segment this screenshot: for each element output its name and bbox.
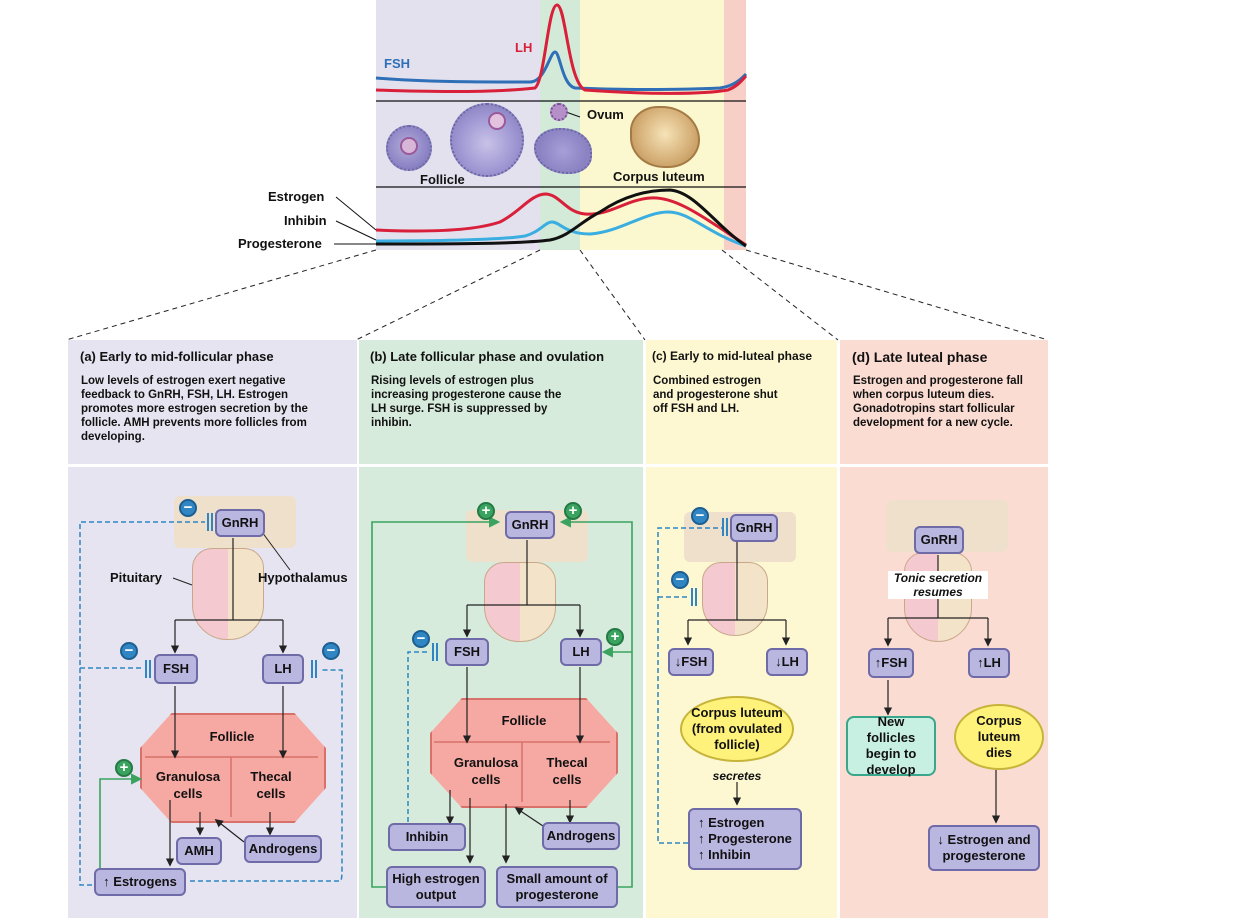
- growing-follicle-image: [450, 103, 524, 177]
- secretes-label: secretes: [712, 769, 762, 783]
- negative-feedback-icon: −: [412, 630, 430, 648]
- corpus-luteum-box-c: Corpus luteum (from ovulated follicle): [680, 696, 794, 762]
- luteal-output-box-c: ↑ Estrogen ↑ Progesterone ↑ Inhibin: [688, 808, 802, 870]
- corpus-luteum-graph-label: Corpus luteum: [613, 169, 705, 184]
- granulosa-label-b: Granulosa cells: [453, 755, 519, 787]
- phase-d-title: (d) Late luteal phase: [852, 349, 988, 365]
- follicle-octagon-b: [430, 698, 618, 808]
- phase-d-text: Estrogen and progesterone fall when corp…: [853, 375, 1023, 429]
- panel-d-header: [840, 340, 1048, 464]
- pituitary-label: Pituitary: [110, 570, 163, 585]
- ovum-image: [550, 103, 568, 121]
- progesterone-curve-label: Progesterone: [238, 236, 322, 251]
- panel-c-header: [646, 340, 837, 464]
- phase-a-text: Low levels of estrogen exert negative fe…: [81, 375, 308, 443]
- small-progesterone-box-b: Small amount of progesterone: [496, 866, 618, 908]
- amh-box-a: AMH: [176, 837, 222, 865]
- negative-feedback-icon: −: [120, 642, 138, 660]
- estrogen-output-label: ↑ Estrogen: [698, 815, 765, 830]
- androgens-box-a: Androgens: [244, 835, 322, 863]
- lh-box-d: ↑LH: [968, 648, 1010, 678]
- inhibin-box-b: Inhibin: [388, 823, 466, 851]
- positive-feedback-icon: +: [606, 628, 624, 646]
- corpus-luteum-image: [630, 106, 700, 168]
- panel-a-header: [68, 340, 357, 464]
- negative-feedback-icon: −: [322, 642, 340, 660]
- positive-feedback-icon: +: [564, 502, 582, 520]
- follicle-graph-label: Follicle: [420, 172, 465, 187]
- phase-c-text: Combined estrogen and progesterone shut …: [653, 375, 778, 415]
- inhibin-curve: [375, 210, 747, 248]
- gnrh-box-a: GnRH: [215, 509, 265, 537]
- follicle-label-b: Follicle: [501, 713, 547, 728]
- fsh-box-a: FSH: [154, 654, 198, 684]
- corpus-dies-box-d: Corpus luteum dies: [954, 704, 1044, 770]
- falling-hormones-box-d: ↓ Estrogen and progesterone: [928, 825, 1040, 871]
- lh-box-a: LH: [262, 654, 304, 684]
- pituitary-illustration-a: [192, 548, 264, 640]
- fsh-box-d: ↑FSH: [868, 648, 914, 678]
- negative-feedback-icon: −: [691, 507, 709, 525]
- estrogen-curve-label: Estrogen: [268, 189, 325, 204]
- progesterone-output-label: ↑ Progesterone: [698, 831, 792, 846]
- panel-b-header: [359, 340, 643, 464]
- pituitary-illustration-b: [484, 562, 556, 642]
- androgens-box-b: Androgens: [542, 822, 620, 850]
- high-estrogen-box-b: High estrogen output: [386, 866, 486, 908]
- fsh-box-c: ↓FSH: [668, 648, 714, 676]
- estrogens-box-a: ↑ Estrogens: [94, 868, 186, 896]
- negative-feedback-icon: −: [179, 499, 197, 517]
- inhibin-curve-label: Inhibin: [284, 213, 327, 228]
- tonic-secretion-label: Tonic secretion resumes: [888, 571, 988, 599]
- lh-curve-label: LH: [515, 40, 533, 55]
- new-follicles-box-d: New follicles begin to develop: [846, 714, 936, 777]
- pituitary-illustration-c: [702, 562, 768, 636]
- granulosa-label-a: Granulosa cells: [155, 769, 221, 801]
- lh-box-b: LH: [560, 638, 602, 666]
- fsh-curve-label: FSH: [384, 56, 410, 71]
- positive-feedback-icon: +: [115, 759, 133, 777]
- thecal-label-b: Thecal cells: [546, 755, 588, 787]
- lh-curve: [375, 3, 748, 95]
- phase-b-text: Rising levels of estrogen plus increasin…: [371, 375, 562, 429]
- gnrh-box-d: GnRH: [914, 526, 964, 554]
- follicle-octagon-a: [140, 713, 326, 823]
- phase-c-title: (c) Early to mid-luteal phase: [652, 349, 813, 363]
- thecal-label-a: Thecal cells: [250, 769, 292, 801]
- lh-box-c: ↓LH: [766, 648, 808, 676]
- fsh-box-b: FSH: [445, 638, 489, 666]
- negative-feedback-icon: −: [671, 571, 689, 589]
- gnrh-box-b: GnRH: [505, 511, 555, 539]
- positive-feedback-icon: +: [477, 502, 495, 520]
- progesterone-curve: [375, 188, 747, 248]
- estrogen-curve: [375, 192, 747, 247]
- ruptured-follicle-image: [534, 128, 592, 174]
- ovum-label: Ovum: [587, 107, 624, 122]
- inhibin-output-label: ↑ Inhibin: [698, 847, 751, 862]
- follicle-label-a: Follicle: [209, 729, 255, 744]
- hypothalamus-label: Hypothalamus: [258, 570, 348, 585]
- gnrh-box-c: GnRH: [730, 514, 778, 542]
- phase-b-title: (b) Late follicular phase and ovulation: [370, 349, 605, 364]
- fsh-curve: [375, 50, 748, 91]
- phase-a-title: (a) Early to mid-follicular phase: [80, 349, 274, 364]
